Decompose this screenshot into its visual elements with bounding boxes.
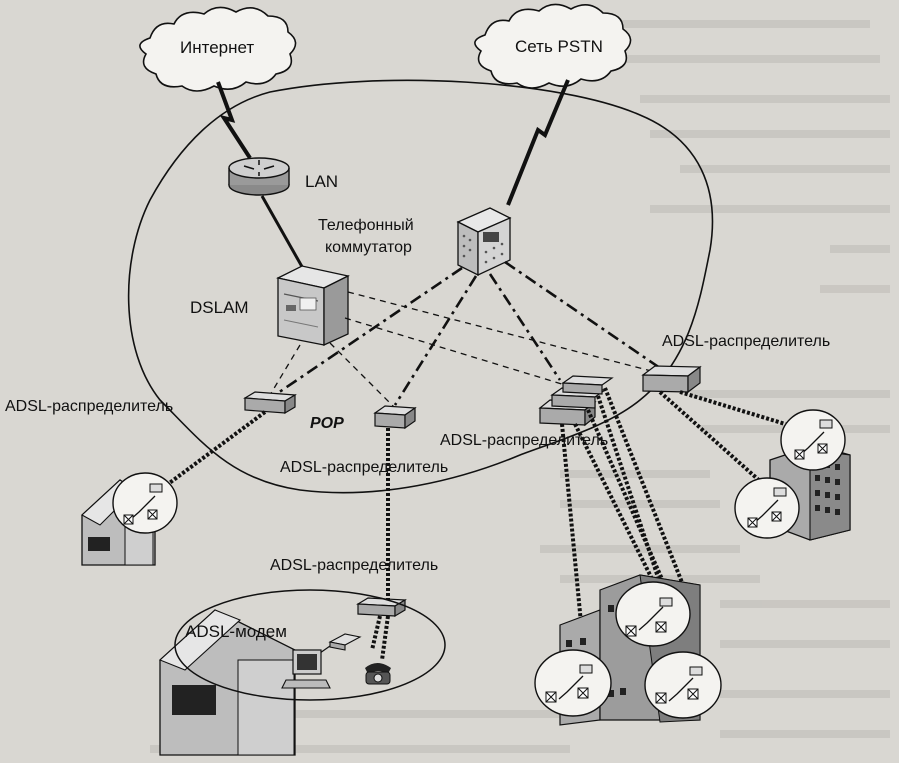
splitter-box-icon — [243, 391, 297, 415]
switch-label-line1: Телефонный — [318, 217, 414, 234]
dslam-server-icon — [276, 265, 350, 347]
lan-bubble — [534, 649, 612, 717]
dslam-label: DSLAM — [190, 298, 249, 317]
lan-bubble — [780, 409, 846, 471]
cloud-icon — [139, 6, 297, 92]
switch-label-line2: коммутатор — [325, 239, 412, 256]
splitter-box-icon — [356, 597, 407, 618]
splitter-bottom-label: ADSL-распределитель — [270, 557, 438, 574]
splitter-right-label: ADSL-распределитель — [662, 333, 830, 350]
pstn-lightning-link — [506, 79, 570, 206]
router-icon — [228, 157, 290, 196]
pstn-label: Сеть PSTN — [515, 37, 603, 56]
subscriber-lines — [158, 387, 806, 669]
lan-bubble — [615, 581, 691, 647]
splitter-mid-label: ADSL-распределитель — [440, 432, 608, 449]
home-network-bubble — [174, 589, 446, 701]
lan-label: LAN — [305, 172, 338, 191]
splitter-box-icon — [373, 405, 417, 430]
dslam-splitter-links — [269, 291, 656, 409]
switch-splitter-links — [274, 260, 661, 406]
provider-network-boundary — [127, 79, 714, 494]
modem-icon — [328, 633, 362, 651]
house-icon — [158, 609, 296, 756]
splitter-center-label: ADSL-распределитель — [280, 459, 448, 476]
splitter-box-icon — [641, 365, 702, 394]
internet-label: Интернет — [180, 38, 254, 57]
lan-bubble — [644, 651, 722, 719]
lan-bubble — [112, 472, 178, 534]
lan-bubble — [734, 477, 800, 539]
computer-icon — [281, 649, 331, 689]
modem-label: ADSL-модем — [185, 622, 287, 641]
internet-lightning-link — [216, 81, 252, 160]
pop-label: POP — [310, 415, 344, 432]
cloud-icon — [474, 3, 632, 89]
splitter-box-icon — [538, 375, 614, 427]
router-dslam-link — [260, 195, 307, 273]
splitter-left-label: ADSL-распределитель — [5, 398, 173, 415]
telephone-switch-icon — [456, 207, 512, 277]
telephone-icon — [365, 663, 391, 685]
